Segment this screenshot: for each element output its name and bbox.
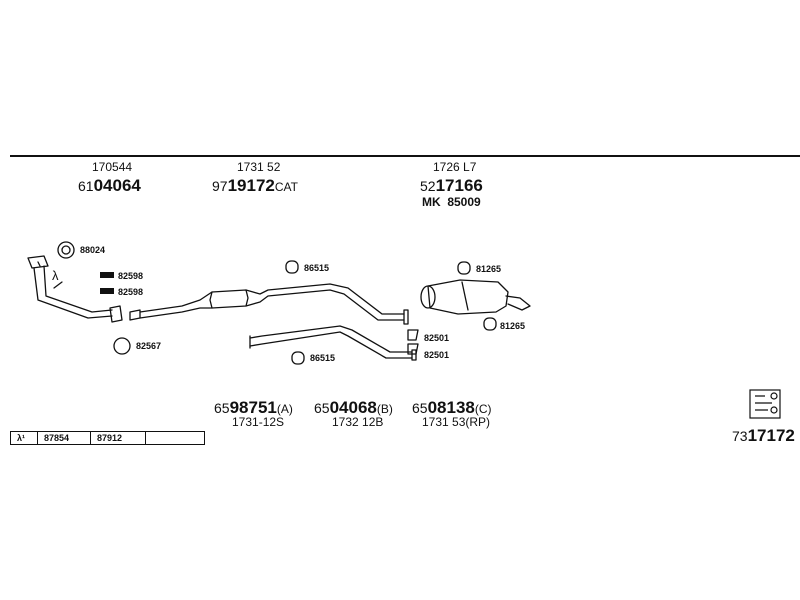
part-main-number: 17166 [435,176,483,195]
part-label-81265-bottom: 81265 [500,321,526,331]
part-main-number: 19172 [227,176,275,195]
part-label-82598-top: 82598 [118,271,144,281]
rear-silencer [420,279,531,315]
part-ref-1731-53rp: 1731 53(RP) [422,415,491,429]
kit-main-number: 17172 [747,426,795,445]
part-suffix: (C) [474,402,492,416]
part-number-6598751a: 6598751(A) [214,398,293,418]
ref-cell-87912: 87912 [90,431,146,445]
mounting-rubber-81265-top [457,261,471,275]
part-number-6104064: 6104064 [78,176,141,196]
part-prefix: 65 [412,400,428,416]
part-prefix: 65 [214,400,230,416]
part-ref-1731-52: 1731 52 [237,160,281,174]
kit-number-7317172: 7317172 [732,426,795,446]
part-prefix: 61 [78,178,94,194]
part-label-82501-bottom: 82501 [424,350,450,360]
mounting-rubber-81265-bottom [483,317,497,331]
kit-prefix: 73 [732,428,748,444]
gasket-ring-82567 [113,337,131,355]
front-pipe [27,255,123,323]
lambda-symbol: λ [52,268,59,283]
part-label-86515-top: 86515 [304,263,330,273]
part-ref-170544: 170544 [92,160,133,174]
catalytic-converter [129,283,409,325]
kit-icon [749,389,781,419]
mounting-rubber-86515-bottom [291,351,305,365]
part-suffix: CAT [274,180,298,194]
gasket-ring-88024 [57,241,75,259]
secondary-pipe [249,325,417,361]
part-ref-1732-12b: 1732 12B [332,415,384,429]
reference-table: λ¹ 87854 87912 [10,431,205,445]
part-label-88024: 88024 [80,245,106,255]
top-separator-line [10,155,800,157]
part-label-82567: 82567 [136,341,162,351]
clamp-82501-bottom [407,343,419,355]
table-row: λ¹ 87854 87912 [10,431,205,445]
part-main-number: 04064 [93,176,141,195]
part-label-82501-top: 82501 [424,333,450,343]
ref-cell-87854: 87854 [37,431,91,445]
ref-cell-lambda: λ¹ [10,431,38,445]
lambda-sensor [53,281,63,289]
part-number-6508138c: 6508138(C) [412,398,492,418]
part-label-86515-bottom: 86515 [310,353,336,363]
mounting-rubber-86515-top [285,260,299,274]
part-main-number: 98751 [229,398,277,417]
part-number-6504068b: 6504068(B) [314,398,393,418]
part-suffix: (B) [376,402,393,416]
part-ref-1731-12s: 1731-12S [232,415,285,429]
part-label-82598-bottom: 82598 [118,287,144,297]
part-mk-85009: MK 85009 [422,195,481,209]
bolt-82598-bottom [100,288,114,294]
part-prefix: 65 [314,400,330,416]
part-main-number: 08138 [427,398,475,417]
part-ref-1726-l7: 1726 L7 [433,160,477,174]
part-main-number: 04068 [329,398,377,417]
part-suffix: (A) [276,402,293,416]
part-number-5217166: 5217166 [420,176,483,196]
part-label-81265-top: 81265 [476,264,502,274]
part-prefix: 97 [212,178,228,194]
part-number-9719172cat: 9719172CAT [212,176,298,196]
ref-cell-empty [145,431,205,445]
part-prefix: 52 [420,178,436,194]
bolt-82598-top [100,272,114,278]
clamp-82501-top [407,329,419,341]
